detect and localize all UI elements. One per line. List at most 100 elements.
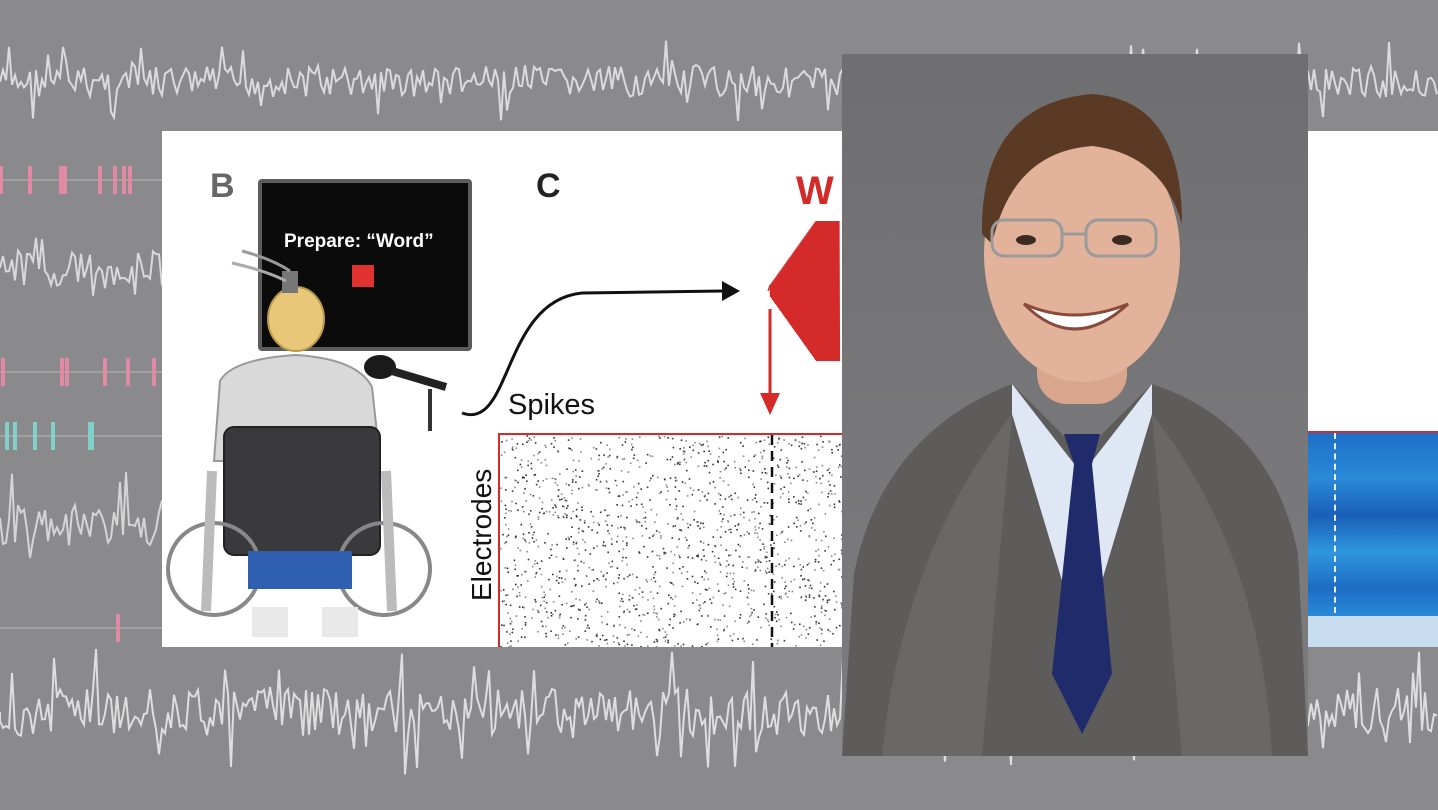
spike-dot xyxy=(831,451,833,454)
spike-dot xyxy=(716,640,719,643)
spike-dot xyxy=(813,456,816,459)
spike-dot xyxy=(507,571,509,573)
spike-dot xyxy=(748,615,751,618)
spike-dot xyxy=(837,568,840,571)
spike-dot xyxy=(581,529,583,532)
spike-dot xyxy=(697,555,699,558)
spike-dot xyxy=(832,560,835,562)
spike-dot xyxy=(794,623,796,626)
spike-dot xyxy=(753,589,755,592)
spike-dot xyxy=(755,501,758,503)
spike-dot xyxy=(662,627,664,630)
spike-dot xyxy=(727,484,730,486)
spike-dot xyxy=(523,492,525,494)
spike-dot xyxy=(619,600,622,602)
spike-dot xyxy=(528,532,530,534)
spike-dot xyxy=(759,522,761,525)
spike-dot xyxy=(585,574,588,577)
spike-dot xyxy=(506,631,508,633)
spike-dot xyxy=(638,614,641,617)
spike-dot xyxy=(593,521,595,524)
spike-dot xyxy=(708,450,710,452)
spike-dot xyxy=(806,492,809,494)
spike-dot xyxy=(613,625,616,628)
spike-dot xyxy=(780,597,782,600)
spike-dot xyxy=(801,442,803,445)
spike-dot xyxy=(700,444,703,446)
spike-dot xyxy=(727,496,730,498)
spike-dot xyxy=(690,456,692,458)
spike-dot xyxy=(559,499,561,501)
spike-dot xyxy=(705,559,707,562)
spike-dot xyxy=(834,608,836,611)
spike-dot xyxy=(618,592,620,595)
spike-dot xyxy=(510,510,512,512)
spike-dot xyxy=(808,468,811,470)
spike-dot xyxy=(673,615,675,618)
spike-dot xyxy=(804,469,806,472)
spike-dot xyxy=(720,526,722,528)
spike-dot xyxy=(824,614,826,617)
spike-dot xyxy=(566,547,568,549)
spike-dot xyxy=(719,470,722,473)
spike-dot xyxy=(778,596,781,598)
spike-dot xyxy=(800,500,802,502)
spike-dot xyxy=(550,630,552,632)
spike-dot xyxy=(633,629,636,631)
spike-dot xyxy=(679,622,681,624)
spike-dot xyxy=(520,636,523,638)
spike-dot xyxy=(765,551,768,554)
spike-dot xyxy=(820,482,822,485)
spike-dot xyxy=(747,603,750,606)
spike-dot xyxy=(656,612,659,615)
spike-dot xyxy=(742,637,744,640)
spike-dot xyxy=(651,455,654,458)
spike-dot xyxy=(685,539,688,541)
spike-dot xyxy=(759,539,761,541)
spike-dot xyxy=(524,539,526,541)
spike-dot xyxy=(567,439,570,441)
spike-dot xyxy=(767,436,770,438)
spike-dot xyxy=(783,439,785,441)
spike-dot xyxy=(696,521,699,523)
spike-dot xyxy=(793,565,795,568)
spike-dot xyxy=(808,579,811,582)
spike-dot xyxy=(571,591,573,593)
spike-dot xyxy=(562,505,564,507)
spike-dot xyxy=(644,520,647,523)
spike-dot xyxy=(674,525,676,527)
spike-dot xyxy=(833,485,836,487)
spike-dot xyxy=(667,639,669,642)
spike-dot xyxy=(531,565,534,568)
spike-dot xyxy=(584,549,587,551)
spike-dot xyxy=(533,436,535,438)
spike-dot xyxy=(626,542,628,544)
spike-dot xyxy=(737,543,740,546)
spike-dot xyxy=(607,530,609,532)
spike-dot xyxy=(533,531,535,534)
spike-dot xyxy=(673,554,676,556)
spike-dot xyxy=(673,613,675,616)
spike-dot xyxy=(692,489,695,492)
spike-dot xyxy=(767,593,770,595)
spike-dot xyxy=(841,534,842,536)
spike-dot xyxy=(606,572,608,574)
spike-dot xyxy=(733,460,736,463)
spike-dot xyxy=(829,490,832,492)
spike-dot xyxy=(536,562,539,565)
spike-dot xyxy=(656,640,658,643)
spike-dot xyxy=(627,471,630,473)
spike-dot xyxy=(813,597,815,599)
spike-dot xyxy=(538,511,541,514)
spike-dot xyxy=(617,577,620,579)
spike-dot xyxy=(606,642,609,645)
spike-dot xyxy=(573,604,575,607)
spike-dot xyxy=(748,460,750,462)
spike-dot xyxy=(780,477,782,479)
spike-dot xyxy=(790,612,792,615)
spike-dot xyxy=(685,618,688,620)
spike-dot xyxy=(817,449,820,451)
spike-dot xyxy=(811,527,813,529)
spike-dot xyxy=(520,523,523,526)
spike-dot xyxy=(506,535,508,538)
